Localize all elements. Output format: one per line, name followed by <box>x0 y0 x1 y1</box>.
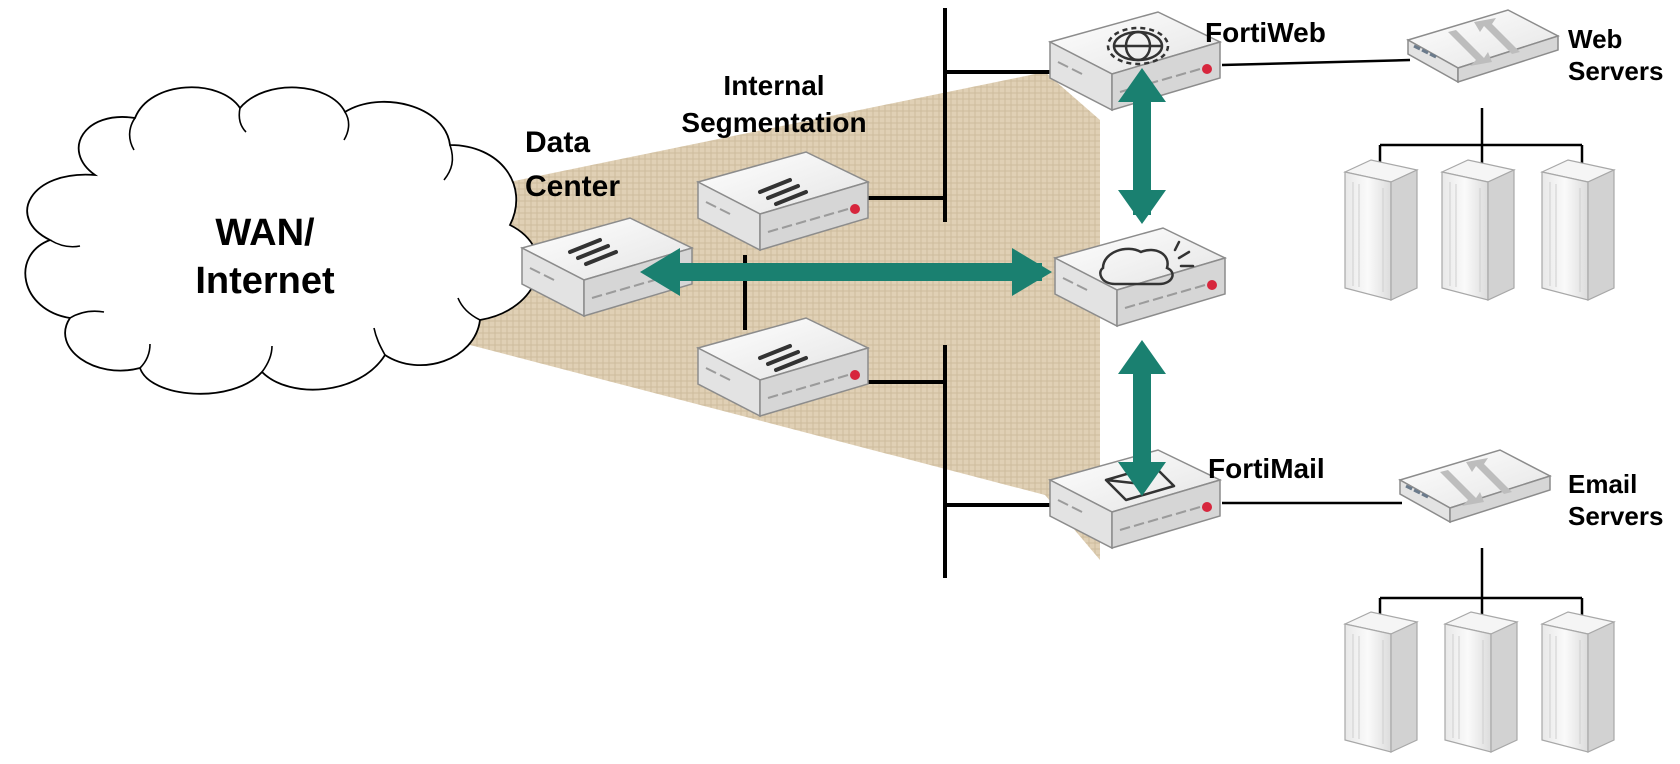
wan-label-line2: Internet <box>195 260 335 302</box>
datacenter-label-line2: Center <box>525 170 620 203</box>
coverage-area <box>470 72 1100 560</box>
web-server-1 <box>1344 159 1418 301</box>
wan-label-line1: WAN/ <box>215 212 315 254</box>
isfw-label-line2: Segmentation <box>681 107 866 138</box>
isfw-label-line1: Internal <box>723 70 824 101</box>
fortimail-label: FortiMail <box>1208 453 1325 484</box>
fortisandbox-device <box>1054 227 1226 327</box>
email-switch <box>1398 448 1552 524</box>
fortigate-bars-icon <box>758 344 808 372</box>
fortiweb-label: FortiWeb <box>1205 17 1326 48</box>
gear-globe-icon <box>1106 26 1170 66</box>
fortigate-bars-icon <box>568 238 618 266</box>
email-servers-label-line1: Email <box>1568 469 1637 499</box>
web-server-2 <box>1441 159 1515 301</box>
email-server-2 <box>1444 611 1518 753</box>
web-servers-label-line2: Servers <box>1568 56 1663 86</box>
email-servers-label-line2: Servers <box>1568 501 1663 531</box>
datacenter-fortigate <box>521 217 693 317</box>
email-server-3 <box>1541 611 1615 753</box>
email-server-1 <box>1344 611 1418 753</box>
sandbox-cloud-icon <box>1099 240 1195 286</box>
vertical-arrow-top <box>1118 68 1166 224</box>
datacenter-label-line1: Data <box>525 126 590 159</box>
web-server-3 <box>1541 159 1615 301</box>
vertical-arrow-bottom <box>1118 340 1166 496</box>
isfw-bottom-device <box>697 317 869 417</box>
horizontal-double-arrow <box>640 248 1052 296</box>
fortiweb-device <box>1049 11 1221 111</box>
server-links <box>1221 58 1584 616</box>
web-switch <box>1406 8 1560 84</box>
isfw-top-device <box>697 151 869 251</box>
web-servers-label-line1: Web <box>1568 24 1622 54</box>
traffic-arrows <box>640 68 1166 496</box>
wan-cloud <box>24 86 540 395</box>
fortigate-bars-icon <box>758 178 808 206</box>
